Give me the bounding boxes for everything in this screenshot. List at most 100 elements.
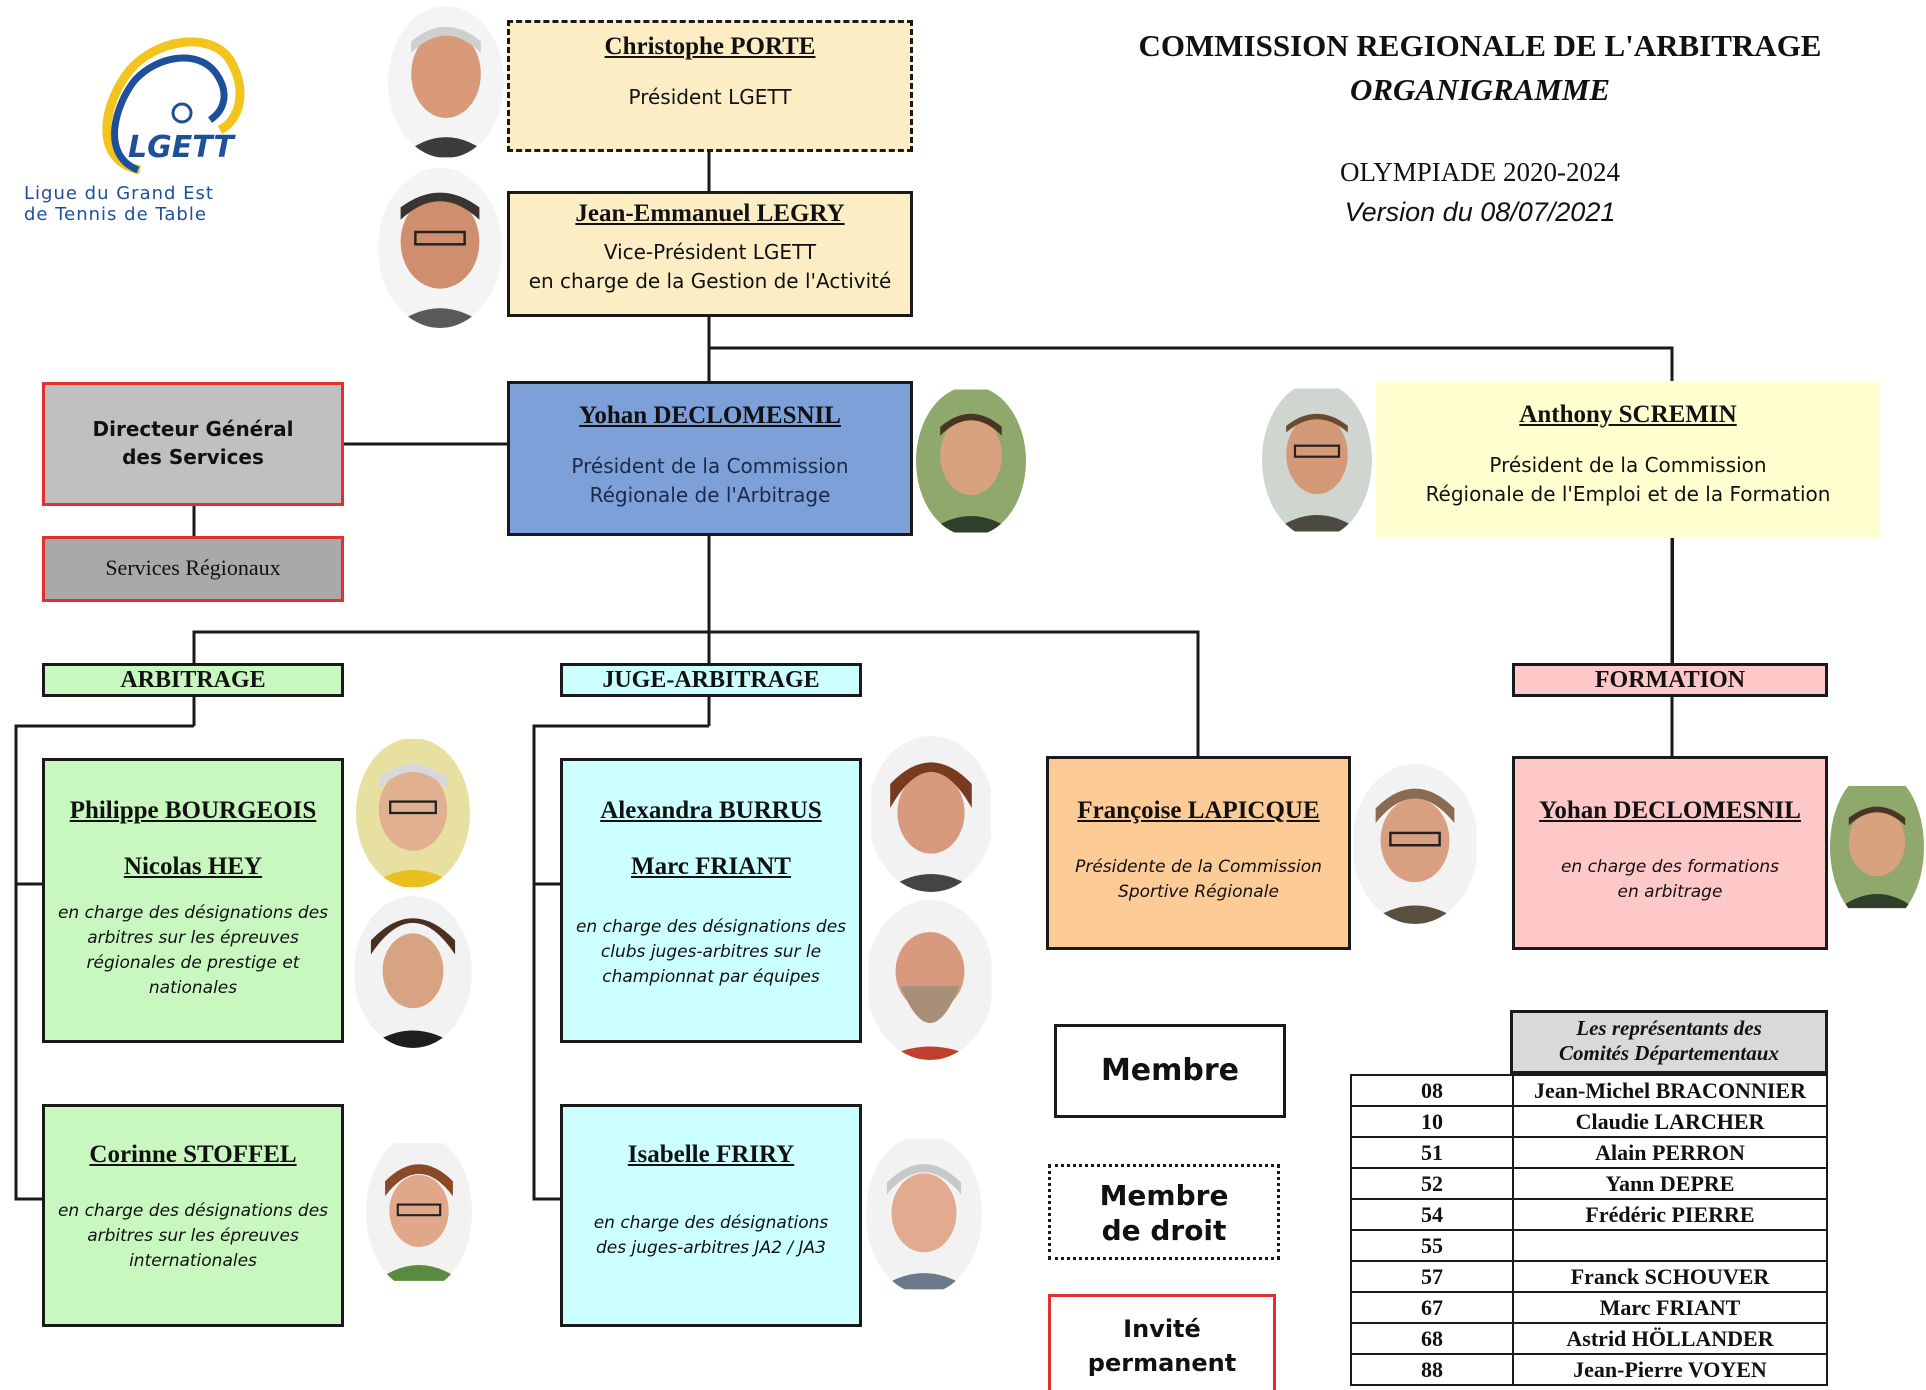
legend-membre-de-droit-2: de droit: [1101, 1214, 1227, 1247]
representative-name: Yann DEPRE: [1512, 1167, 1828, 1200]
dgs-box: Directeur Général des Services: [42, 382, 344, 506]
olympiade-label: OLYMPIADE 2020-2024: [1339, 157, 1621, 187]
representative-name: Astrid HÖLLANDER: [1512, 1322, 1828, 1355]
logo-line2: de Tennis de Table: [24, 204, 207, 225]
ja-name-3: Isabelle FRIRY: [627, 1141, 795, 1168]
representative-code: 68: [1350, 1322, 1514, 1355]
csr-desc-line: Présidente de la Commission: [1075, 857, 1322, 877]
cref-president-role-2: Régionale de l'Emploi et de la Formation: [1425, 482, 1831, 506]
arbitrage-name-3: Corinne STOFFEL: [89, 1141, 297, 1168]
cra-president-box: Yohan DECLOMESNIL Président de la Commis…: [507, 381, 913, 536]
representative-code: 88: [1350, 1353, 1514, 1386]
portrait-alexandra-burrus: [868, 736, 994, 892]
representative-code: 10: [1350, 1105, 1514, 1138]
ja-desc-2-line: en charge des désignations: [593, 1213, 829, 1233]
representative-code: 51: [1350, 1136, 1514, 1169]
president-box: Christophe PORTE Président LGETT: [507, 20, 913, 152]
representative-code: 57: [1350, 1260, 1514, 1293]
portrait-yohan-declomesnil: [916, 386, 1026, 536]
arbitrage-desc-1-line: en charge des désignations des: [57, 903, 329, 923]
cref-connector: [1671, 538, 1674, 663]
ja-desc-1-line: clubs juges-arbitres sur le: [600, 942, 822, 962]
arbitrage-desc-1-line: nationales: [148, 978, 238, 998]
arbitrage-desc-1-line: arbitres sur les épreuves: [87, 928, 299, 948]
legend-membre: Membre: [1054, 1024, 1286, 1118]
logo-line1: Ligue du Grand Est: [24, 183, 214, 204]
arbitrage-desc-2-line: arbitres sur les épreuves: [87, 1226, 299, 1246]
page-subtitle: ORGANIGRAMME: [1349, 72, 1611, 107]
services-label: Services Régionaux: [105, 555, 281, 580]
ja-desc-1-line: championnat par équipes: [602, 967, 820, 987]
arbitrage-box-1: Philippe BOURGEOIS Nicolas HEY en charge…: [42, 758, 344, 1043]
portrait-nicolas-hey: [354, 896, 472, 1048]
ja-box-2: Isabelle FRIRY en charge des désignation…: [560, 1104, 862, 1327]
arbitrage-desc-2-line: en charge des désignations des: [57, 1201, 329, 1221]
representative-name: [1512, 1229, 1828, 1262]
representative-code: 55: [1350, 1229, 1514, 1262]
legend-membre-de-droit: Membre de droit: [1048, 1164, 1280, 1260]
representative-name: Franck SCHOUVER: [1512, 1260, 1828, 1293]
portrait-isabelle-friry: [866, 1134, 982, 1294]
arbitrage-name-2: Nicolas HEY: [123, 853, 263, 880]
section-arbitrage: ARBITRAGE: [42, 663, 344, 697]
formation-desc-line: en arbitrage: [1617, 882, 1723, 902]
cref-president-name: Anthony SCREMIN: [1519, 401, 1737, 428]
representatives-header: Les représentants des Comités Départemen…: [1510, 1010, 1828, 1074]
president-role: Président LGETT: [628, 85, 792, 109]
section-juge-arbitrage: JUGE-ARBITRAGE: [560, 663, 862, 697]
president-name: Christophe PORTE: [604, 33, 816, 60]
arbitrage-name-1: Philippe BOURGEOIS: [69, 797, 317, 824]
dgs-line-1: Directeur Général: [92, 417, 294, 441]
portrait-christophe-porte: [388, 6, 504, 158]
dgs-line-2: des Services: [122, 445, 264, 469]
csr-desc-line: Sportive Régionale: [1118, 882, 1279, 902]
section-formation: FORMATION: [1512, 663, 1828, 697]
formation-name: Yohan DECLOMESNIL: [1539, 797, 1801, 824]
cra-president-role-2: Régionale de l'Arbitrage: [589, 483, 831, 507]
legend-membre-label: Membre: [1100, 1053, 1240, 1088]
arbitrage-desc-1-line: régionales de prestige et: [86, 953, 300, 973]
representatives-header-1: Les représentants des: [1576, 1016, 1762, 1040]
ja-box-1: Alexandra BURRUS Marc FRIANT en charge d…: [560, 758, 862, 1043]
ja-name-1: Alexandra BURRUS: [600, 797, 822, 824]
ja-desc-1-line: en charge des désignations des: [575, 917, 847, 937]
lgett-logo-graphic: [102, 37, 245, 175]
cref-president-box: Anthony SCREMIN Président de la Commissi…: [1376, 381, 1880, 538]
representative-code: 67: [1350, 1291, 1514, 1324]
representative-name: Frédéric PIERRE: [1512, 1198, 1828, 1231]
version-label: Version du 08/07/2021: [1344, 197, 1616, 227]
csr-name: Françoise LAPICQUE: [1077, 797, 1320, 824]
representative-code: 08: [1350, 1074, 1514, 1107]
representative-name: Marc FRIANT: [1512, 1291, 1828, 1324]
arbitrage-box-2: Corinne STOFFEL en charge des désignatio…: [42, 1104, 344, 1327]
legend-invite-1: Invité: [1123, 1315, 1201, 1343]
services-box: Services Régionaux: [42, 536, 344, 602]
ja-name-2: Marc FRIANT: [631, 853, 791, 880]
cra-president-role-1: Président de la Commission: [571, 454, 849, 478]
formation-desc-line: en charge des formations: [1560, 857, 1780, 877]
representative-code: 54: [1350, 1198, 1514, 1231]
vice-president-name: Jean-Emmanuel LEGRY: [575, 200, 845, 227]
logo-brand: LGETT: [128, 130, 234, 165]
representative-code: 52: [1350, 1167, 1514, 1200]
portrait-yohan-declomesnil-formation: [1830, 770, 1924, 924]
cref-president-role-1: Président de la Commission: [1489, 453, 1767, 477]
legend-membre-de-droit-1: Membre: [1099, 1179, 1229, 1212]
portrait-corinne-stoffel: [366, 1134, 472, 1290]
lgett-logo: [20, 10, 250, 235]
cra-president-name: Yohan DECLOMESNIL: [579, 402, 841, 429]
representative-row: 55: [1350, 1229, 1828, 1262]
page-title: COMMISSION REGIONALE DE L'ARBITRAGE: [1138, 28, 1822, 63]
arbitrage-desc-2-line: internationales: [129, 1251, 257, 1271]
portrait-jean-emmanuel-legry: [378, 168, 502, 328]
representative-name: Claudie LARCHER: [1512, 1105, 1828, 1138]
